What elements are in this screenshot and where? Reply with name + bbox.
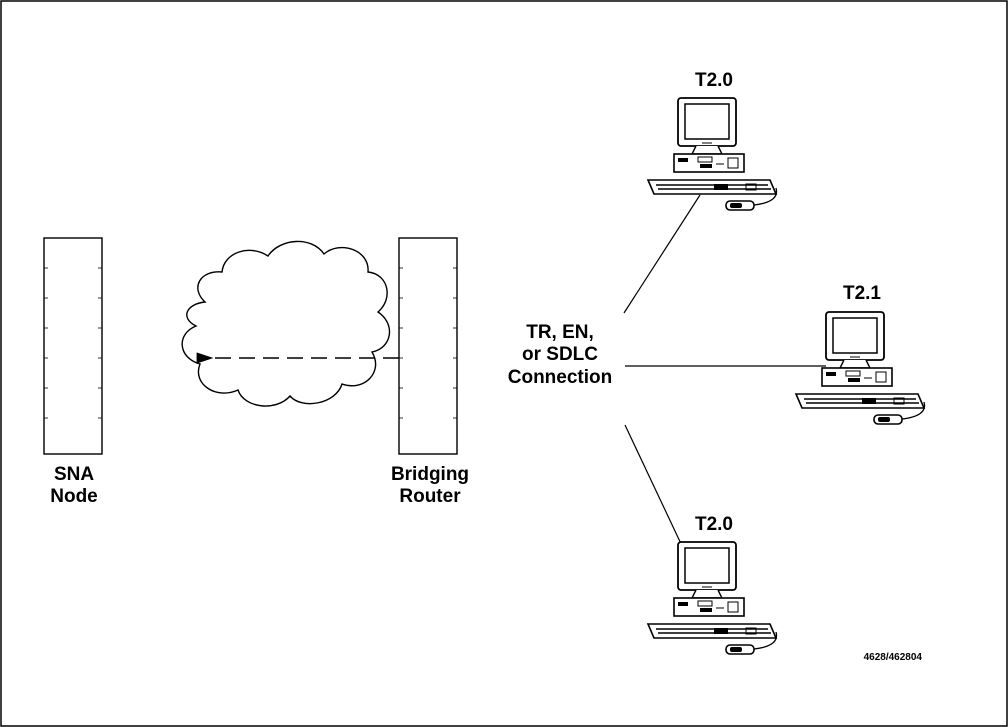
link-to-t20-bottom [624, 424, 684, 549]
workstation-t20-bottom-icon [647, 541, 778, 655]
link-to-t20-top [623, 194, 701, 314]
workstation-t20-top-icon [647, 97, 778, 211]
connection-label: TR, EN, or SDLC Connection [507, 322, 613, 388]
sna-node-label: SNA Node [50, 464, 98, 508]
network-cloud [181, 240, 391, 407]
bridging-router-label: Bridging Router [390, 464, 470, 508]
workstation-t21-label: T2.1 [842, 283, 882, 304]
sna-node-box [43, 237, 103, 455]
workstation-t20-top-label: T2.0 [694, 70, 734, 91]
bridging-router-box [398, 237, 458, 455]
workstation-t21-icon [795, 311, 926, 425]
workstation-t20-bottom-label: T2.0 [694, 514, 734, 535]
figure-id: 4628/462804 [863, 652, 922, 663]
